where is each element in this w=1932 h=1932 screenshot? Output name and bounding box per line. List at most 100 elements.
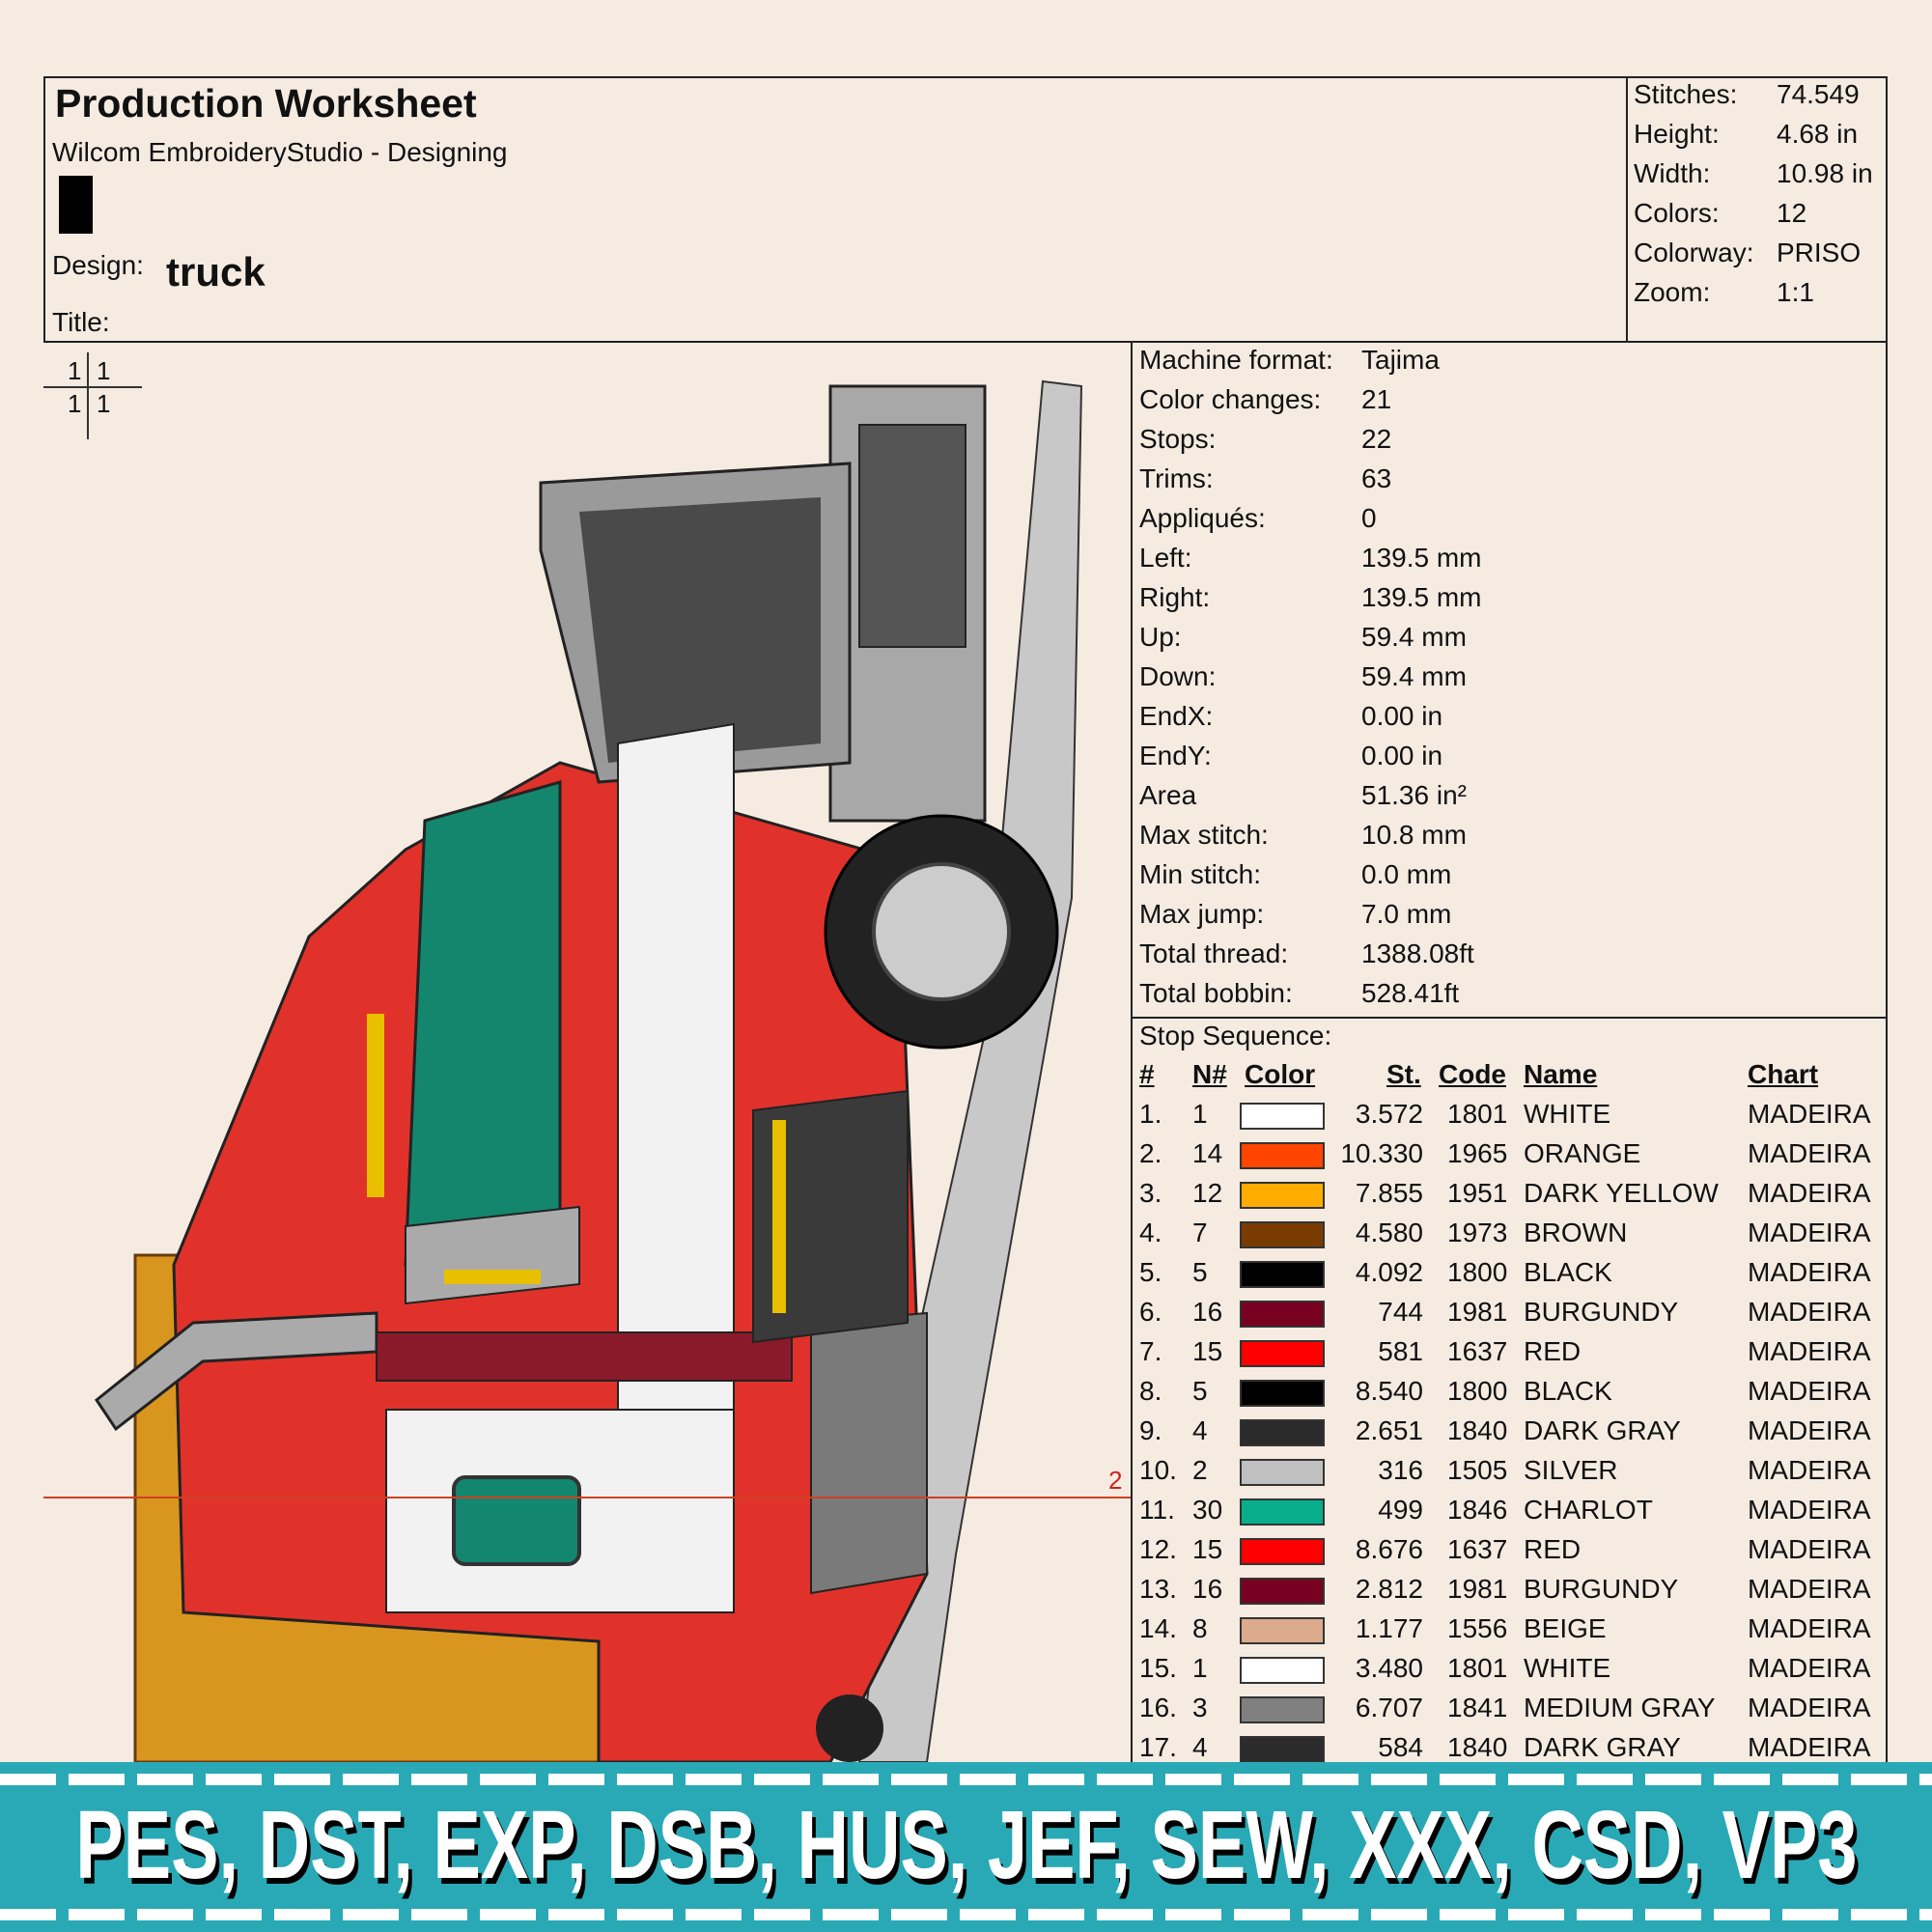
thread-chart: MADEIRA (1748, 1415, 1871, 1445)
info-value: 0 (1361, 503, 1377, 533)
stitch-count: 3.480 (1355, 1653, 1423, 1683)
thread-chart: MADEIRA (1748, 1138, 1871, 1168)
divider (1131, 1017, 1888, 1019)
row-number: 5. (1139, 1257, 1162, 1287)
thread-code: 1973 (1447, 1218, 1508, 1247)
thread-name: DARK GRAY (1524, 1732, 1681, 1762)
info-label: Up: (1139, 622, 1182, 652)
info-label: Appliqués: (1139, 503, 1266, 533)
barcode-block (59, 176, 93, 234)
info-value: 22 (1361, 424, 1392, 454)
thread-name: DARK GRAY (1524, 1415, 1681, 1445)
thread-code: 1505 (1447, 1455, 1508, 1485)
stat-value: 74.549 (1777, 79, 1860, 109)
formats-banner: PES, DST, EXP, DSB, HUS, JEF, SEW, XXX, … (0, 1762, 1932, 1932)
column-header-name: Name (1524, 1059, 1598, 1089)
color-swatch (1240, 1736, 1325, 1763)
thread-chart: MADEIRA (1748, 1693, 1871, 1722)
info-value: 528.41ft (1361, 978, 1460, 1008)
column-header-color: Color (1245, 1059, 1316, 1089)
row-number: 14. (1139, 1613, 1177, 1643)
row-number: 6. (1139, 1297, 1162, 1327)
crosshair-label: 1 (97, 389, 111, 418)
thread-code: 1800 (1447, 1376, 1508, 1406)
stitch-count: 4.092 (1355, 1257, 1423, 1287)
guide-line (43, 1497, 1131, 1498)
info-value: 59.4 mm (1361, 661, 1467, 691)
info-label: Total thread: (1139, 938, 1289, 968)
stitch-count: 316 (1378, 1455, 1423, 1485)
stat-value: 10.98 in (1777, 158, 1873, 188)
thread-code: 1965 (1447, 1138, 1508, 1168)
stat-value: PRISO (1777, 238, 1862, 267)
thread-chart: MADEIRA (1748, 1218, 1871, 1247)
info-label: Right: (1139, 582, 1211, 612)
color-swatch (1240, 1142, 1325, 1169)
needle-number: 1 (1192, 1099, 1208, 1129)
thread-name: BURGUNDY (1524, 1297, 1679, 1327)
thread-chart: MADEIRA (1748, 1653, 1871, 1683)
design-label: Design: (52, 250, 144, 280)
info-label: EndX: (1139, 701, 1214, 731)
guide-marker-label: 2 (1108, 1466, 1123, 1495)
info-value: 139.5 mm (1361, 543, 1482, 573)
thread-chart: MADEIRA (1748, 1099, 1871, 1129)
info-label: Trims: (1139, 463, 1214, 493)
worksheet-header (43, 76, 1888, 343)
thread-name: BURGUNDY (1524, 1574, 1679, 1604)
crosshair-line (87, 352, 89, 439)
info-label: Total bobbin: (1139, 978, 1293, 1008)
thread-name: BLACK (1524, 1257, 1612, 1287)
color-swatch (1240, 1696, 1325, 1723)
info-label: Area (1139, 780, 1197, 810)
row-number: 9. (1139, 1415, 1162, 1445)
thread-name: BEIGE (1524, 1613, 1607, 1643)
color-swatch (1240, 1301, 1325, 1328)
needle-number: 30 (1192, 1495, 1223, 1525)
stitch-count: 499 (1378, 1495, 1423, 1525)
stitch-count: 10.330 (1340, 1138, 1423, 1168)
color-swatch (1240, 1578, 1325, 1605)
stat-label: Zoom: (1634, 277, 1711, 307)
needle-number: 16 (1192, 1574, 1223, 1604)
embroidery-preview (94, 379, 1083, 1762)
thread-chart: MADEIRA (1748, 1534, 1871, 1564)
stitch-count: 2.651 (1355, 1415, 1423, 1445)
stitch-count: 7.855 (1355, 1178, 1423, 1208)
design-name: truck (166, 249, 266, 294)
thread-code: 1801 (1447, 1099, 1508, 1129)
crosshair-line (43, 386, 142, 388)
info-label: Min stitch: (1139, 859, 1262, 889)
thread-chart: MADEIRA (1748, 1376, 1871, 1406)
crosshair-label: 1 (68, 389, 82, 418)
thread-code: 1951 (1447, 1178, 1508, 1208)
needle-number: 3 (1192, 1693, 1208, 1722)
info-value: 139.5 mm (1361, 582, 1482, 612)
info-label: Down: (1139, 661, 1217, 691)
info-value: 10.8 mm (1361, 820, 1467, 850)
stat-value: 12 (1777, 198, 1807, 228)
needle-number: 14 (1192, 1138, 1223, 1168)
info-value: 7.0 mm (1361, 899, 1452, 929)
crosshair-label: 1 (68, 356, 82, 385)
row-number: 2. (1139, 1138, 1162, 1168)
info-label: Machine format: (1139, 345, 1333, 375)
thread-code: 1840 (1447, 1732, 1508, 1762)
info-value: 51.36 in² (1361, 780, 1467, 810)
thread-chart: MADEIRA (1748, 1495, 1871, 1525)
thread-name: RED (1524, 1534, 1582, 1564)
thread-code: 1840 (1447, 1415, 1508, 1445)
page-title: Production Worksheet (55, 81, 477, 126)
stat-value: 4.68 in (1777, 119, 1859, 149)
color-swatch (1240, 1261, 1325, 1288)
needle-number: 12 (1192, 1178, 1223, 1208)
row-number: 4. (1139, 1218, 1162, 1247)
